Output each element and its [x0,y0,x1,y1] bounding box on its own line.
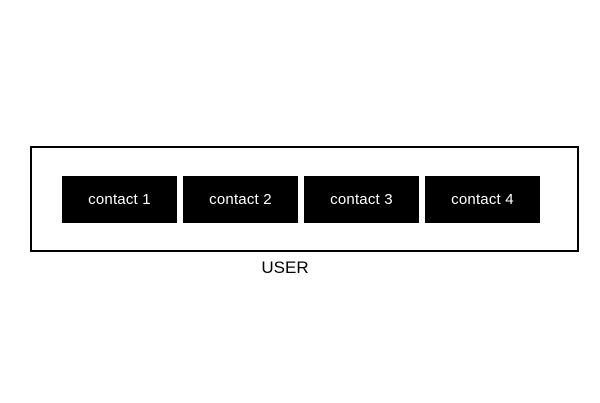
contact-box-4: contact 4 [425,176,540,223]
contact-label: contact 2 [209,191,272,208]
user-label: USER [261,258,309,277]
contact-label: contact 4 [451,191,514,208]
contact-label: contact 1 [88,191,151,208]
contacts-row: contact 1 contact 2 contact 3 contact 4 [62,176,540,223]
contact-box-3: contact 3 [304,176,419,223]
user-container: contact 1 contact 2 contact 3 contact 4 [30,146,579,252]
contact-box-1: contact 1 [62,176,177,223]
contact-box-2: contact 2 [183,176,298,223]
contact-label: contact 3 [330,191,393,208]
